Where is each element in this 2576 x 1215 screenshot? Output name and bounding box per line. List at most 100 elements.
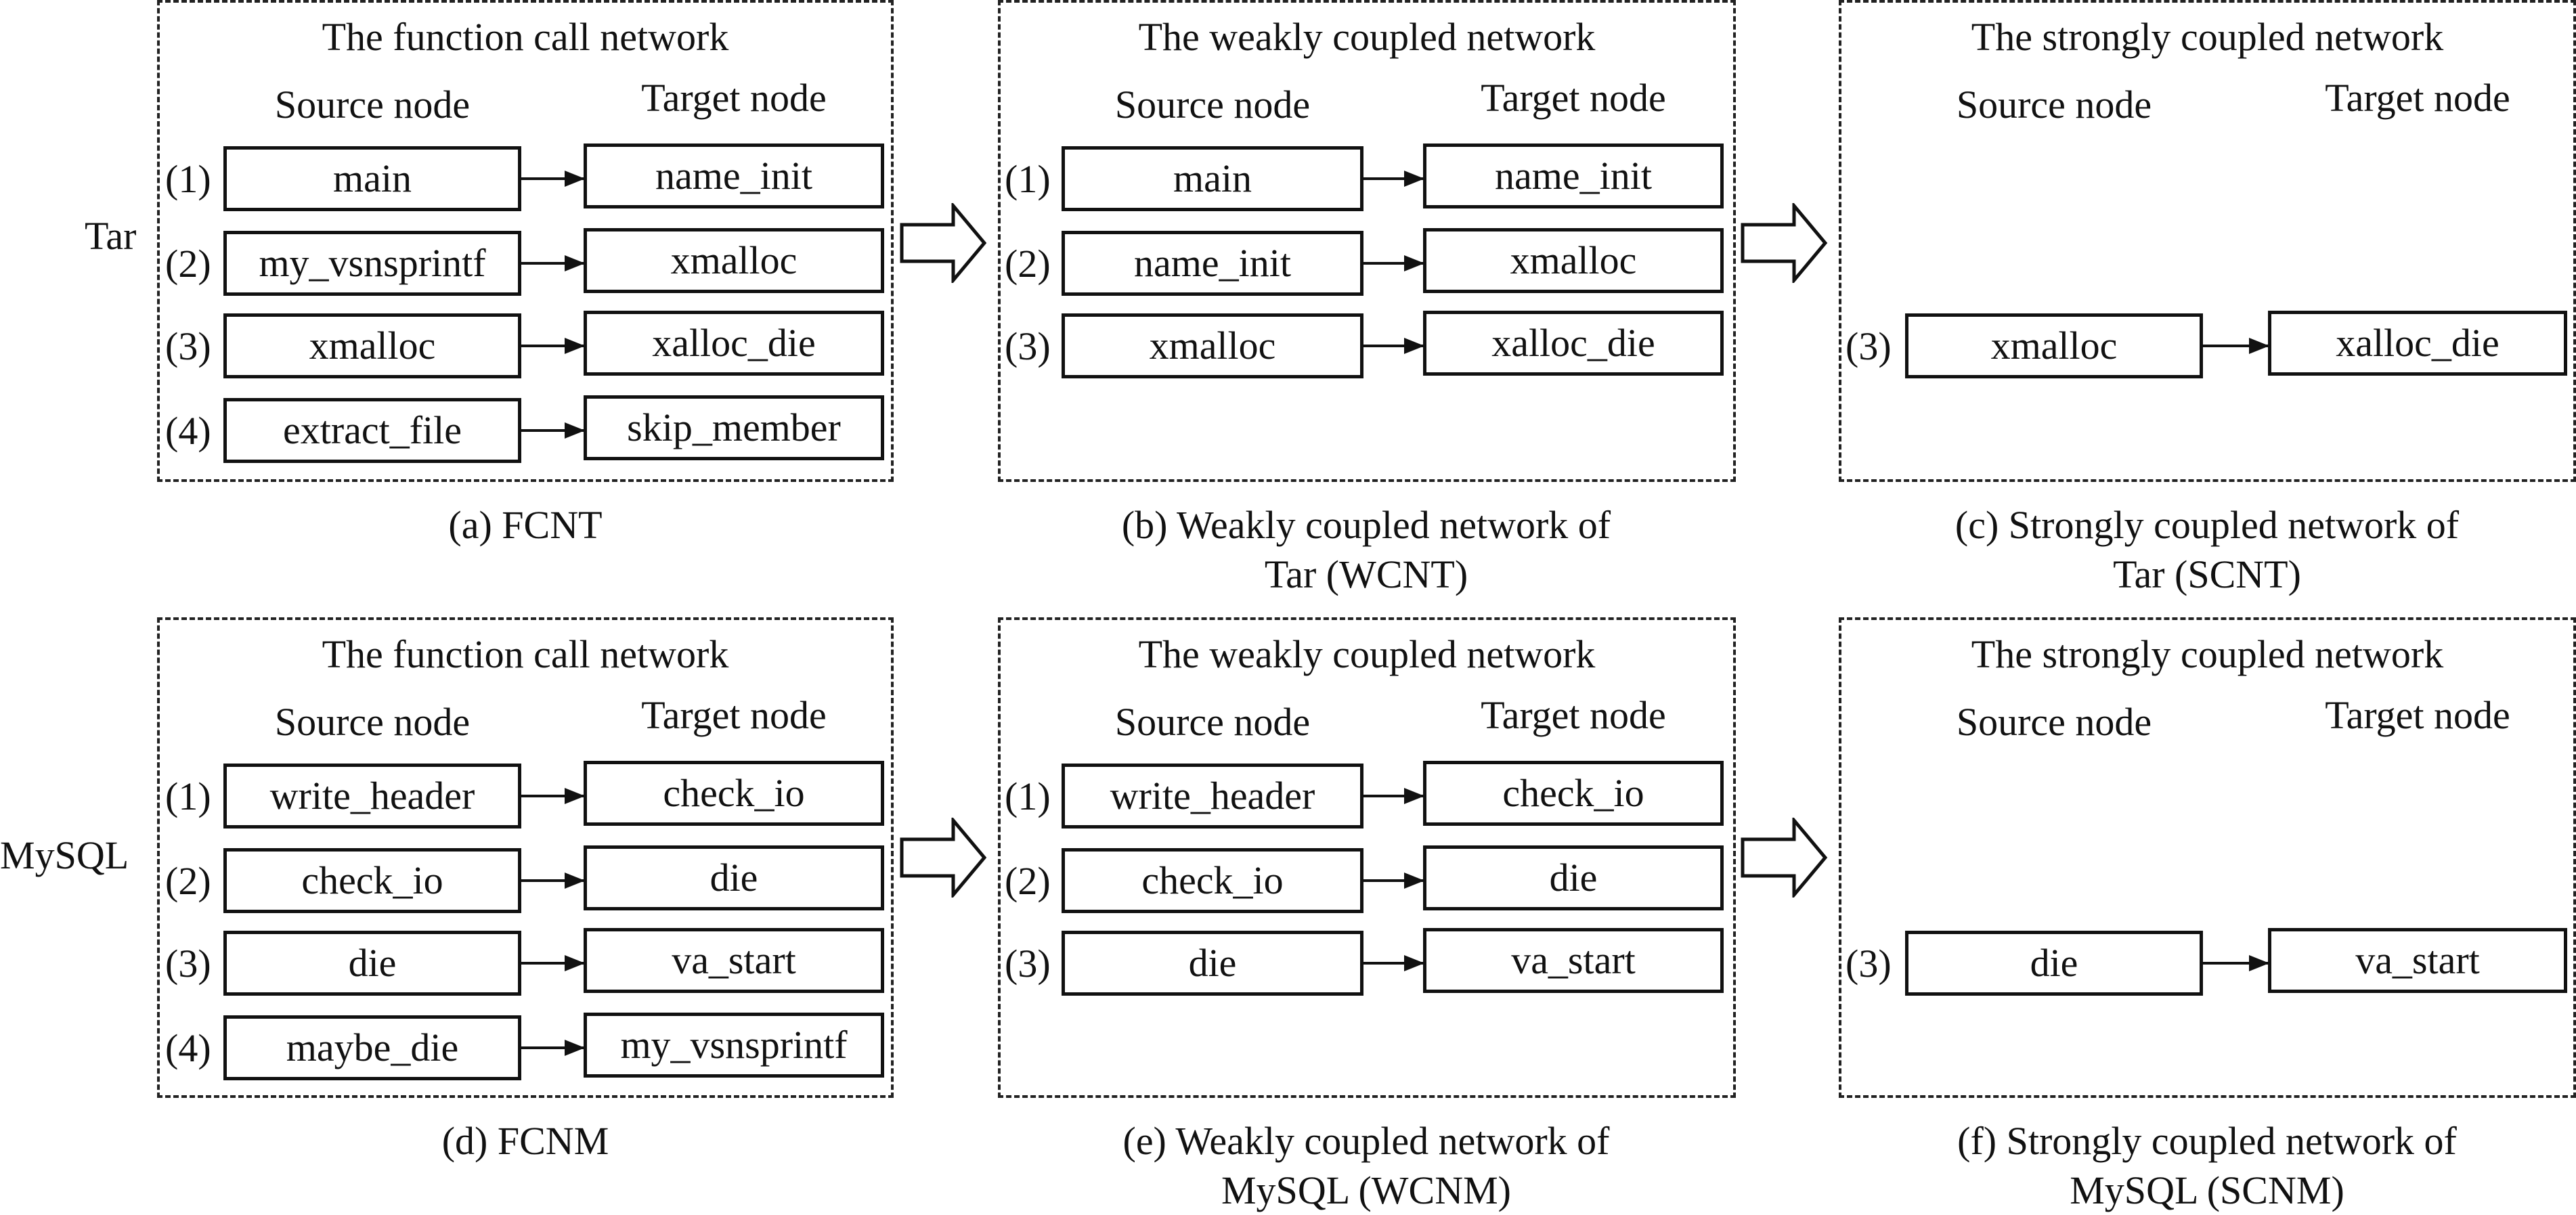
call-edge-arrow [1363,962,1423,965]
row-number: (2) [165,244,211,284]
target-node: va_start [584,928,884,993]
call-edge-arrow [2203,962,2268,965]
panel-title: The function call network [160,635,891,674]
target-node: name_init [1423,143,1724,208]
panel-caption: (a) FCNT [160,501,891,550]
target-node-header: Target node [1438,79,1709,118]
row-number: (2) [165,862,211,901]
call-edge-arrow [521,429,584,432]
source-node: die [223,931,521,996]
target-node: check_io [1423,761,1724,826]
flow-arrow-icon [899,818,987,898]
panel-title: The function call network [160,18,891,57]
source-node: main [223,146,521,211]
call-edge-arrow [521,962,584,965]
call-edge-arrow [521,879,584,882]
row-number: (2) [1005,244,1051,284]
caption-line-2: MySQL (WCNM) [1001,1166,1732,1215]
side-label-tar: Tar [85,217,136,256]
source-node-header: Source node [237,85,508,125]
target-node: check_io [584,761,884,826]
source-node: check_io [1062,848,1363,913]
source-node: extract_file [223,398,521,463]
target-node: xmalloc [1423,228,1724,293]
row-number: (3) [165,327,211,366]
caption-line-1: (e) Weakly coupled network of [1001,1117,1732,1166]
source-node: xmalloc [1062,313,1363,378]
call-edge-arrow [521,262,584,265]
side-label-mysql: MySQL [0,836,129,875]
row-number: (1) [1005,777,1051,816]
call-edge-arrow [521,1046,584,1049]
call-edge-arrow [521,795,584,797]
source-node: xmalloc [1905,313,2203,378]
call-edge-arrow [521,345,584,347]
source-node-header: Source node [237,703,508,742]
target-node-header: Target node [1438,696,1709,735]
call-edge-arrow [1363,177,1423,180]
call-edge-arrow [1363,345,1423,347]
caption-line-1: (a) FCNT [160,501,891,550]
panel-title: The strongly coupled network [1841,18,2573,57]
target-node: die [1423,845,1724,910]
row-number: (1) [165,777,211,816]
row-number: (1) [1005,160,1051,199]
target-node: skip_member [584,395,884,460]
source-node: xmalloc [223,313,521,378]
row-number: (3) [165,944,211,984]
call-edge-arrow [1363,262,1423,265]
source-node-header: Source node [1077,703,1348,742]
caption-line-1: (b) Weakly coupled network of [1001,501,1732,550]
caption-line-1: (d) FCNM [160,1117,891,1166]
panel-title: The weakly coupled network [1001,635,1733,674]
flow-arrow-icon [1740,818,1828,898]
source-node: die [1062,931,1363,996]
source-node-header: Source node [1077,85,1348,125]
source-node: maybe_die [223,1015,521,1080]
row-number: (1) [165,160,211,199]
row-number: (2) [1005,862,1051,901]
caption-line-2: MySQL (SCNM) [1841,1166,2573,1215]
panel-title: The strongly coupled network [1841,635,2573,674]
caption-line-1: (c) Strongly coupled network of [1841,501,2573,550]
row-number: (3) [1005,327,1051,366]
source-node: write_header [223,764,521,829]
target-node: xalloc_die [1423,311,1724,376]
row-number: (3) [1846,944,1892,984]
target-node: xalloc_die [2268,311,2567,376]
row-number: (4) [165,1029,211,1068]
source-node: write_header [1062,764,1363,829]
caption-line-2: Tar (SCNT) [1841,550,2573,600]
flow-arrow-icon [1740,203,1828,283]
caption-line-2: Tar (WCNT) [1001,550,1732,600]
call-edge-arrow [2203,345,2268,347]
call-edge-arrow [1363,879,1423,882]
source-node: my_vsnsprintf [223,231,521,296]
target-node-header: Target node [2282,79,2553,118]
source-node: name_init [1062,231,1363,296]
target-node: my_vsnsprintf [584,1013,884,1078]
source-node: die [1905,931,2203,996]
source-node: check_io [223,848,521,913]
panel-title: The weakly coupled network [1001,18,1733,57]
source-node-header: Source node [1919,85,2189,125]
call-edge-arrow [1363,795,1423,797]
source-node: main [1062,146,1363,211]
target-node: xalloc_die [584,311,884,376]
target-node-header: Target node [2282,696,2553,735]
row-number: (3) [1846,327,1892,366]
target-node-header: Target node [598,696,869,735]
target-node: va_start [2268,928,2567,993]
caption-line-1: (f) Strongly coupled network of [1841,1117,2573,1166]
row-number: (4) [165,412,211,451]
target-node-header: Target node [598,79,869,118]
